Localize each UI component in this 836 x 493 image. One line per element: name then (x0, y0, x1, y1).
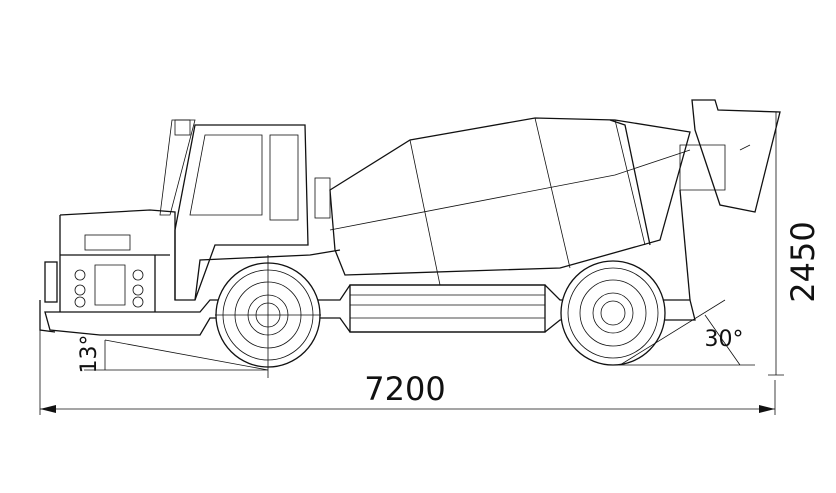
rear-wheel (560, 260, 666, 366)
length-label: 7200 (364, 370, 445, 408)
side-storage-box (349, 284, 546, 333)
departure-angle-lines (618, 299, 755, 366)
height-dimension-line (768, 112, 784, 376)
length-dimension-line (39, 330, 776, 415)
cab (159, 119, 341, 301)
mixer-drum (329, 117, 691, 286)
departure-angle-label: 30° (705, 327, 744, 352)
approach-angle-lines (84, 339, 269, 371)
mixer-hopper (679, 99, 781, 301)
front-wheel (215, 255, 321, 378)
approach-angle-label: 13° (77, 335, 102, 374)
height-label: 2450 (784, 221, 822, 302)
truck-chassis (39, 209, 696, 336)
